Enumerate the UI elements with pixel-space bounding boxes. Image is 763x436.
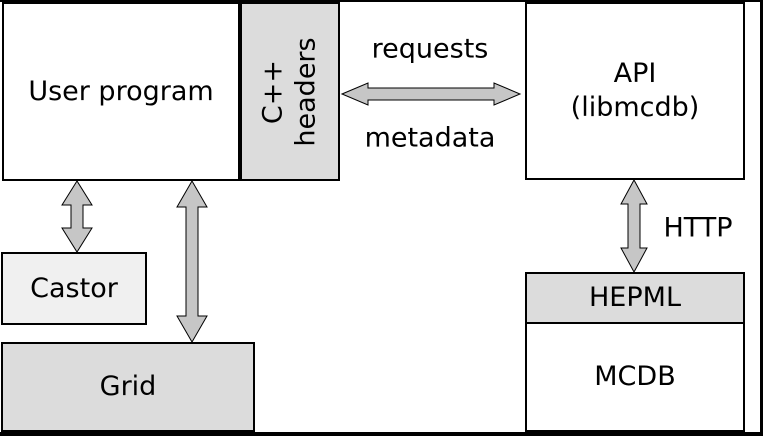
http-label: HTTP [663,212,733,244]
castor-label: Castor [30,272,118,304]
grid-label: Grid [99,371,157,402]
user-castor-double-arrow [61,180,93,253]
user-grid-double-arrow [176,179,208,344]
cpp-headers-label: C++ headers [257,37,323,146]
mcdb-label: MCDB [594,361,676,392]
api-line2: (libmcdb) [570,92,700,123]
metadata-label: metadata [364,122,496,154]
user-program-label: User program [28,75,214,107]
api-hepml-double-arrow [620,178,648,274]
cpp-headers-line2: headers [291,36,322,147]
requests-label: requests [371,33,489,65]
castor-box: Castor [1,252,147,325]
hepml-label: HEPML [589,282,681,313]
user-program-box: User program [2,2,240,181]
mcdb-box: MCDB [525,322,745,432]
grid-box: Grid [1,342,255,432]
api-label: API (libmcdb) [571,57,700,125]
api-box: API (libmcdb) [525,2,745,180]
requests-metadata-double-arrow [340,82,522,106]
hepml-box: HEPML [525,272,745,324]
cpp-headers-box: C++ headers [240,2,340,181]
api-line1: API [613,58,657,89]
cpp-headers-line1: C++ [258,59,289,124]
